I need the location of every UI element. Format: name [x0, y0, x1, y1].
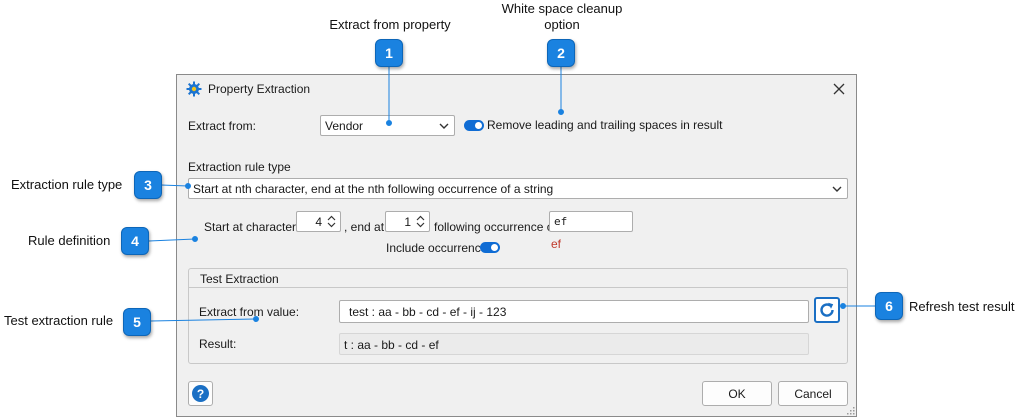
callout-test-extraction-rule: Test extraction rule [4, 313, 114, 328]
rule-type-value: Start at nth character, end at the nth f… [193, 182, 554, 196]
property-extraction-dialog: Property Extraction Extract from: Vendor… [176, 74, 857, 417]
occurrence-preview: ef [551, 237, 562, 251]
start-at-spinner[interactable]: 4 [296, 211, 341, 232]
end-at-spinner[interactable]: 1 [385, 211, 430, 232]
occurrence-string-input[interactable]: ef [549, 211, 633, 232]
rule-type-select[interactable]: Start at nth character, end at the nth f… [188, 178, 848, 199]
rule-type-label: Extraction rule type [188, 160, 291, 174]
callout-rule-definition: Rule definition [28, 233, 111, 248]
start-at-label: Start at character [204, 220, 297, 234]
callout-badge-3: 3 [134, 171, 162, 199]
end-at-label: , end at [344, 220, 385, 234]
test-value-text: test : aa - bb - cd - ef - ij - 123 [349, 305, 507, 319]
dialog-title: Property Extraction [208, 82, 311, 96]
include-occurrence-toggle[interactable] [480, 242, 500, 253]
help-button[interactable]: ? [188, 381, 213, 406]
occurrence-string-value: ef [554, 215, 568, 228]
callout-badge-4: 4 [121, 227, 149, 255]
refresh-icon [820, 302, 834, 317]
test-value-label: Extract from value: [199, 305, 300, 319]
resize-grip-icon[interactable] [846, 406, 855, 415]
test-extraction-group: Test Extraction Extract from value: test… [188, 268, 848, 364]
extract-from-label: Extract from: [188, 119, 257, 133]
spinner-arrows-icon[interactable] [326, 214, 337, 229]
callout-extraction-rule-type: Extraction rule type [11, 177, 123, 192]
callout-badge-6: 6 [875, 292, 903, 320]
close-icon [833, 83, 845, 95]
callout-extract-from-property: Extract from property [329, 17, 451, 32]
test-value-input[interactable]: test : aa - bb - cd - ef - ij - 123 [339, 300, 809, 323]
callout-badge-2: 2 [547, 39, 575, 67]
extract-from-value: Vendor [325, 119, 364, 133]
chevron-down-icon [439, 123, 449, 129]
callout-badge-5: 5 [123, 308, 151, 336]
result-label: Result: [199, 337, 237, 351]
callout-white-space-line1: White space cleanup [501, 1, 623, 16]
refresh-test-button[interactable] [814, 297, 840, 323]
cancel-button[interactable]: Cancel [778, 381, 848, 406]
spinner-arrows-icon[interactable] [415, 214, 426, 229]
chevron-down-icon [832, 186, 842, 192]
close-button[interactable] [828, 79, 850, 99]
callout-white-space-line2: option [544, 17, 580, 32]
start-at-value: 4 [315, 215, 322, 229]
end-at-value: 1 [404, 215, 411, 229]
remove-spaces-toggle[interactable] [464, 120, 484, 131]
test-extraction-title: Test Extraction [200, 272, 279, 286]
callout-white-space-cleanup: White space cleanup option [480, 1, 644, 33]
include-occurrence-label: Include occurrence [386, 241, 488, 255]
callout-refresh-test-result: Refresh test result [909, 299, 1015, 314]
callout-badge-1: 1 [375, 39, 403, 67]
result-field: t : aa - bb - cd - ef [339, 333, 809, 355]
help-icon: ? [192, 385, 209, 402]
dialog-titlebar[interactable]: Property Extraction [177, 75, 856, 103]
remove-spaces-label: Remove leading and trailing spaces in re… [487, 118, 723, 132]
test-extraction-header [189, 269, 847, 288]
extract-from-select[interactable]: Vendor [320, 115, 455, 136]
ok-button[interactable]: OK [702, 381, 772, 406]
gear-icon [186, 81, 202, 97]
following-occurrence-label: following occurrence of [434, 220, 557, 234]
result-value: t : aa - bb - cd - ef [344, 338, 439, 352]
